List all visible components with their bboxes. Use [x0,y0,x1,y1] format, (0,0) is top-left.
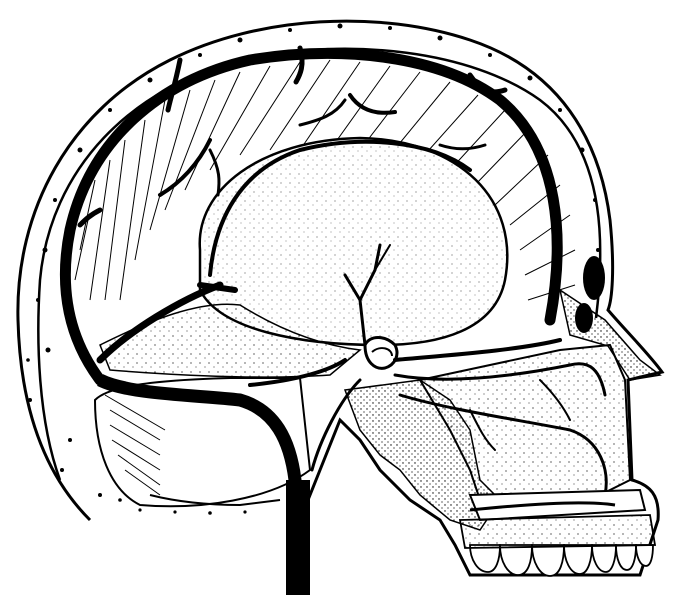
frontal-sinus-upper [583,256,605,300]
alveolar-ridge [460,515,655,548]
upper-teeth [470,545,653,576]
internal-jugular-vein [286,480,310,595]
